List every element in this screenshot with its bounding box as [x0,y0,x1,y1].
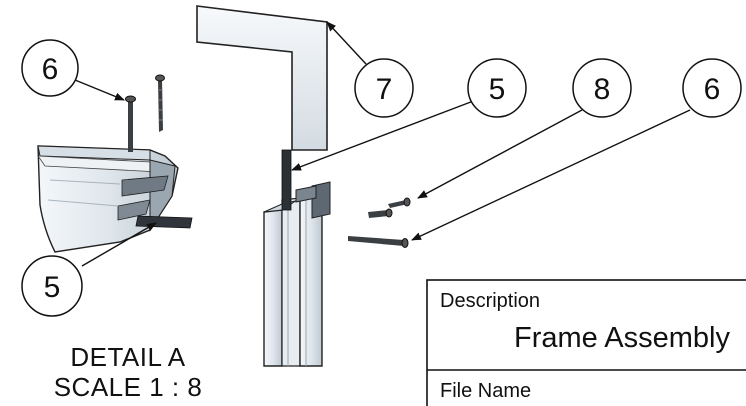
description-label: Description [440,290,540,312]
balloon-7-label: 7 [376,73,393,106]
balloon-8-label: 8 [594,73,611,106]
detail-title: DETAIL A [70,342,185,372]
horizontal-frame-profile [37,145,179,253]
balloon-5-bottom: 5 [21,255,83,317]
balloon-8: 8 [572,58,632,118]
title-block: Description Frame Assembly File Name [426,279,746,406]
balloon-6-right: 6 [682,58,742,118]
leader-6-left [74,79,125,101]
file-name-label: File Name [440,380,531,402]
balloon-6-left: 6 [21,39,79,97]
leader-5-top [291,99,477,171]
right-screws [348,197,411,248]
balloon-7: 7 [354,58,414,118]
detail-scale: SCALE 1 : 8 [54,372,203,402]
left-screws [125,74,165,152]
description-value: Frame Assembly [514,322,730,354]
leader-8 [417,109,583,199]
vertical-insert-strip [281,149,292,211]
leader-7 [326,21,367,65]
balloon-5-bottom-label: 5 [44,271,61,304]
vertical-frame-profile [263,181,331,367]
balloon-5-top-label: 5 [489,73,506,106]
balloon-6-right-label: 6 [704,73,721,106]
leader-6-right [411,109,691,241]
leader-lines [74,21,691,267]
balloon-6-left-label: 6 [42,53,59,86]
part-7-l-panel [196,5,328,151]
balloon-5-top: 5 [467,58,527,118]
left-insert-strip [135,215,193,229]
leader-5-bottom [81,222,157,267]
